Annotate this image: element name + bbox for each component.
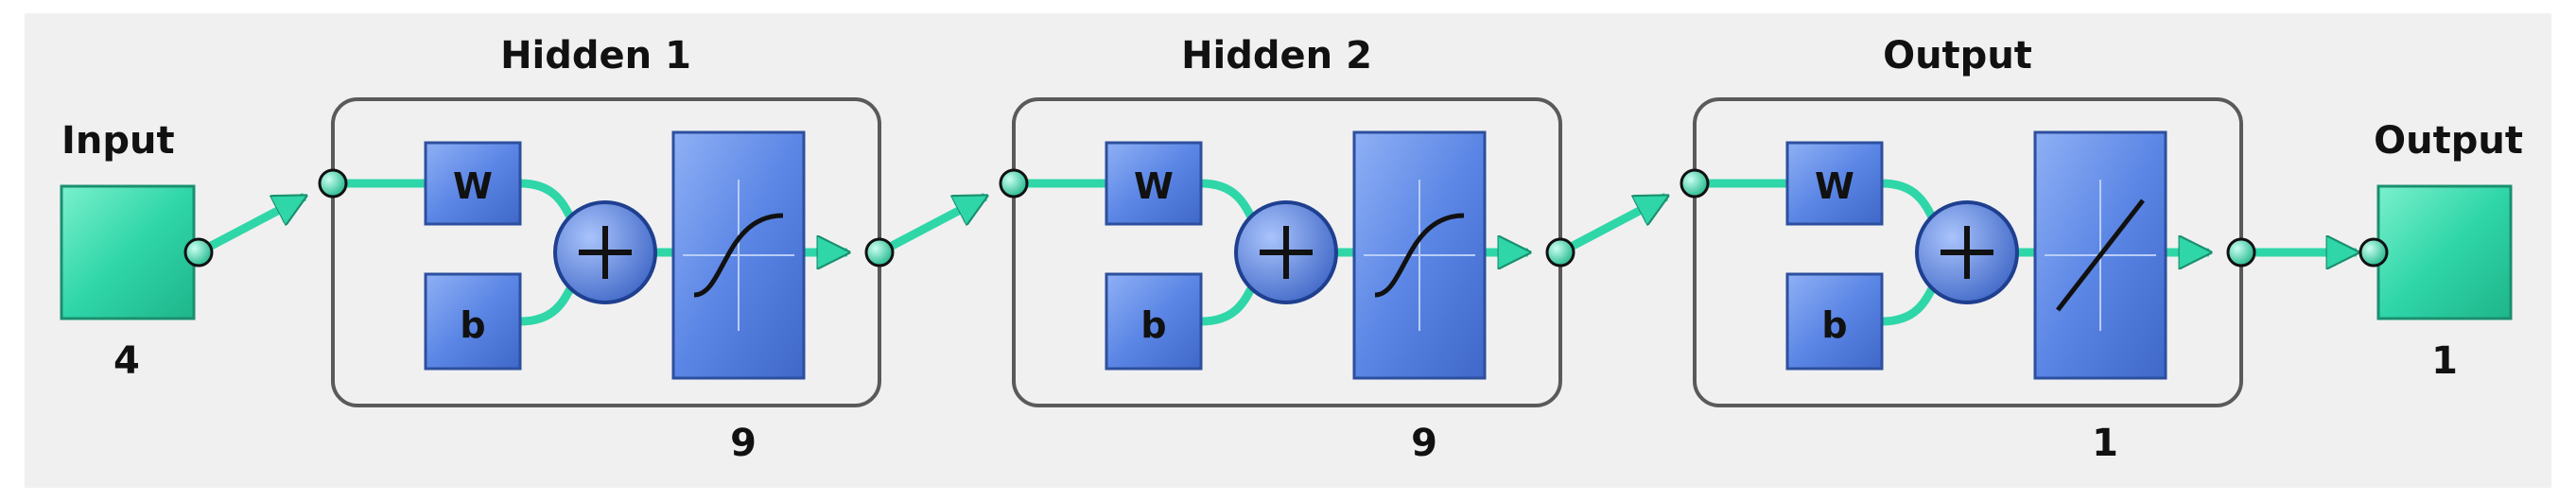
weight-label: W	[1134, 165, 1174, 207]
layer-title: Output	[1883, 34, 2032, 78]
output-block: Output 1	[2374, 119, 2523, 383]
output-size: 1	[2431, 339, 2458, 383]
bias-block	[1785, 272, 1884, 371]
weight-label: W	[1815, 165, 1854, 207]
layer-title: Hidden 1	[500, 34, 691, 78]
bias-label: b	[1821, 304, 1847, 346]
connector-hidden2-to-output	[1558, 193, 1666, 256]
layer-size: 1	[2092, 422, 2118, 465]
layer-output-node	[2226, 237, 2256, 268]
sigmoid-icon	[1374, 213, 1465, 298]
output-square	[2376, 184, 2513, 320]
sigmoid-icon	[693, 213, 784, 298]
input-block: Input 4	[60, 119, 196, 383]
layer-input-node	[999, 168, 1029, 199]
layer-hidden-2: Hidden 2 W b 9	[999, 34, 1575, 465]
output-label: Output	[2374, 119, 2523, 163]
linear-icon	[2056, 199, 2145, 312]
layer-input-node	[1680, 168, 1710, 199]
connectors	[196, 193, 2357, 256]
weight-block	[1105, 141, 1203, 226]
input-label: Input	[61, 119, 175, 163]
bias-label: b	[1140, 304, 1166, 346]
layer-hidden-1: Hidden 1 W b 9	[318, 34, 895, 465]
input-square	[60, 184, 196, 320]
plus-icon	[1260, 226, 1313, 279]
weight-label: W	[453, 165, 493, 207]
connector-input-to-hidden1	[196, 193, 305, 256]
weight-block	[1785, 141, 1884, 226]
bias-block	[424, 272, 522, 371]
layer-output-node	[1545, 237, 1575, 268]
bias-label: b	[460, 304, 485, 346]
layer-input-node	[318, 168, 348, 199]
final-input-node	[2358, 237, 2389, 268]
layer-output-node	[864, 237, 895, 268]
plus-icon	[1941, 226, 1993, 279]
layer-size: 9	[1411, 422, 1437, 465]
layer-size: 9	[730, 422, 757, 465]
layer-title: Hidden 2	[1181, 34, 1372, 78]
connector-hidden1-to-hidden2	[877, 193, 985, 256]
plus-icon	[579, 226, 632, 279]
layer-output: Output W b 1	[1680, 34, 2256, 465]
weight-block	[424, 141, 522, 226]
input-output-node	[183, 237, 214, 268]
input-size: 4	[113, 339, 140, 383]
bias-block	[1105, 272, 1203, 371]
